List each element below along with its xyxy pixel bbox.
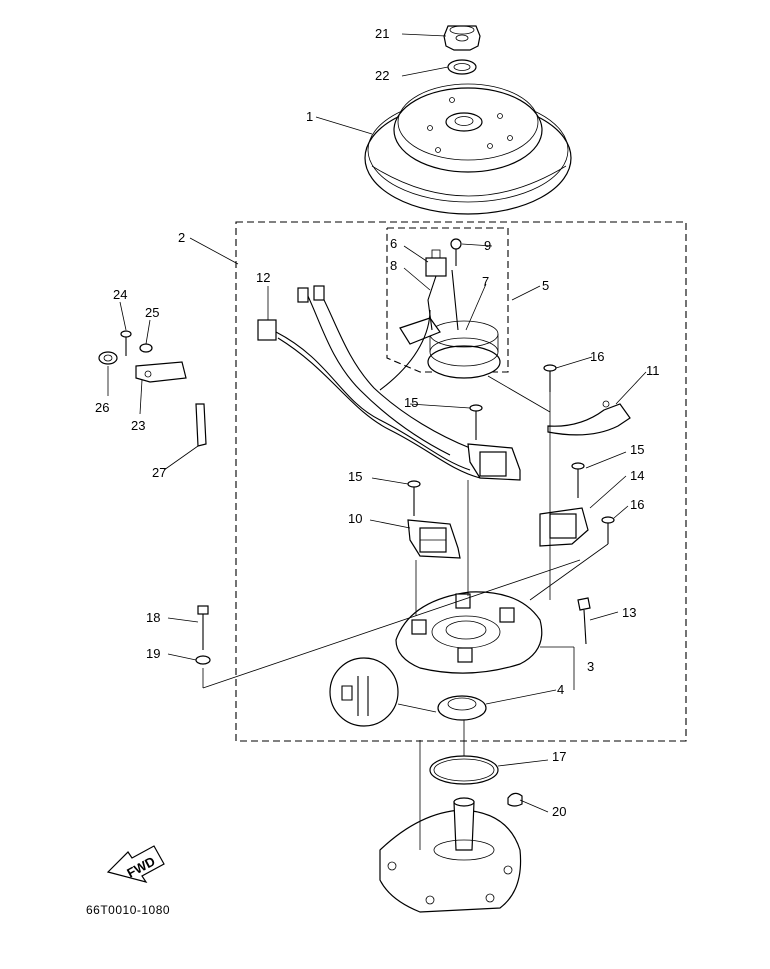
washer-part-25 [139, 343, 153, 353]
charge-coil-part-10 [407, 519, 461, 559]
pulser-coil-part-7 [399, 317, 501, 379]
callout-14: 14 [630, 468, 644, 483]
screw-part-9 [450, 238, 462, 266]
fwd-arrow-icon: FWD [106, 845, 165, 883]
washer-part-19 [195, 655, 211, 665]
callout-24: 24 [113, 287, 127, 302]
plate-part-11 [547, 400, 631, 436]
callout-17: 17 [552, 749, 566, 764]
callout-15: 15 [630, 442, 644, 457]
callout-5: 5 [542, 278, 549, 293]
callout-12: 12 [256, 270, 270, 285]
callout-1: 1 [306, 109, 313, 124]
callout-20: 20 [552, 804, 566, 819]
stator-base-part-3 [395, 591, 543, 674]
lighting-coil-part-14-upper [467, 443, 521, 481]
oil-seal-part-4 [437, 695, 487, 721]
washer-part-22 [447, 59, 477, 75]
callout-23: 23 [131, 418, 145, 433]
callout-6: 6 [390, 236, 397, 251]
callout-2: 2 [178, 230, 185, 245]
lighting-coil-part-14 [539, 507, 589, 547]
callout-18: 18 [146, 610, 160, 625]
bolt-part-24 [120, 330, 132, 356]
screw-part-15-c [571, 462, 585, 498]
callout-10: 10 [348, 511, 362, 526]
key-part-20 [507, 792, 523, 807]
flywheel-part-1 [364, 83, 572, 215]
callout-19: 19 [146, 646, 160, 661]
callout-26: 26 [95, 400, 109, 415]
callout-7: 7 [482, 274, 489, 289]
callout-4: 4 [557, 682, 564, 697]
screw-part-16-a [543, 364, 557, 392]
callout-16: 16 [590, 349, 604, 364]
callout-16: 16 [630, 497, 644, 512]
callout-13: 13 [622, 605, 636, 620]
screw-part-15-b [407, 480, 421, 516]
callout-3: 3 [587, 659, 594, 674]
callout-15: 15 [348, 469, 362, 484]
callout-27: 27 [152, 465, 166, 480]
nut-part-21 [443, 25, 481, 51]
callout-11: 11 [646, 363, 660, 378]
seal-detail-view [329, 657, 437, 727]
assembly-guide-lines [202, 375, 609, 850]
bolt-part-18 [197, 605, 209, 650]
callout-9: 9 [484, 238, 491, 253]
callout-25: 25 [145, 305, 159, 320]
o-ring-part-17 [429, 755, 499, 785]
screw-part-15-a [469, 404, 483, 440]
diagram-code: 66T0010-1080 [86, 903, 170, 917]
cable-tie-part-13 [577, 597, 591, 645]
bracket-part-23 [135, 361, 187, 383]
callout-21: 21 [375, 26, 389, 41]
pulser-coil-bracket-part-6 [425, 249, 459, 331]
crankcase-housing [379, 797, 522, 913]
clip-part-27 [195, 403, 207, 447]
connector-part-12 [257, 285, 481, 479]
callout-8: 8 [390, 258, 397, 273]
assembly-boundary [235, 221, 687, 742]
collar-part-26 [98, 351, 118, 365]
screw-part-16-b [601, 516, 615, 544]
callout-22: 22 [375, 68, 389, 83]
callout-15: 15 [404, 395, 418, 410]
leader-lines [107, 33, 647, 813]
